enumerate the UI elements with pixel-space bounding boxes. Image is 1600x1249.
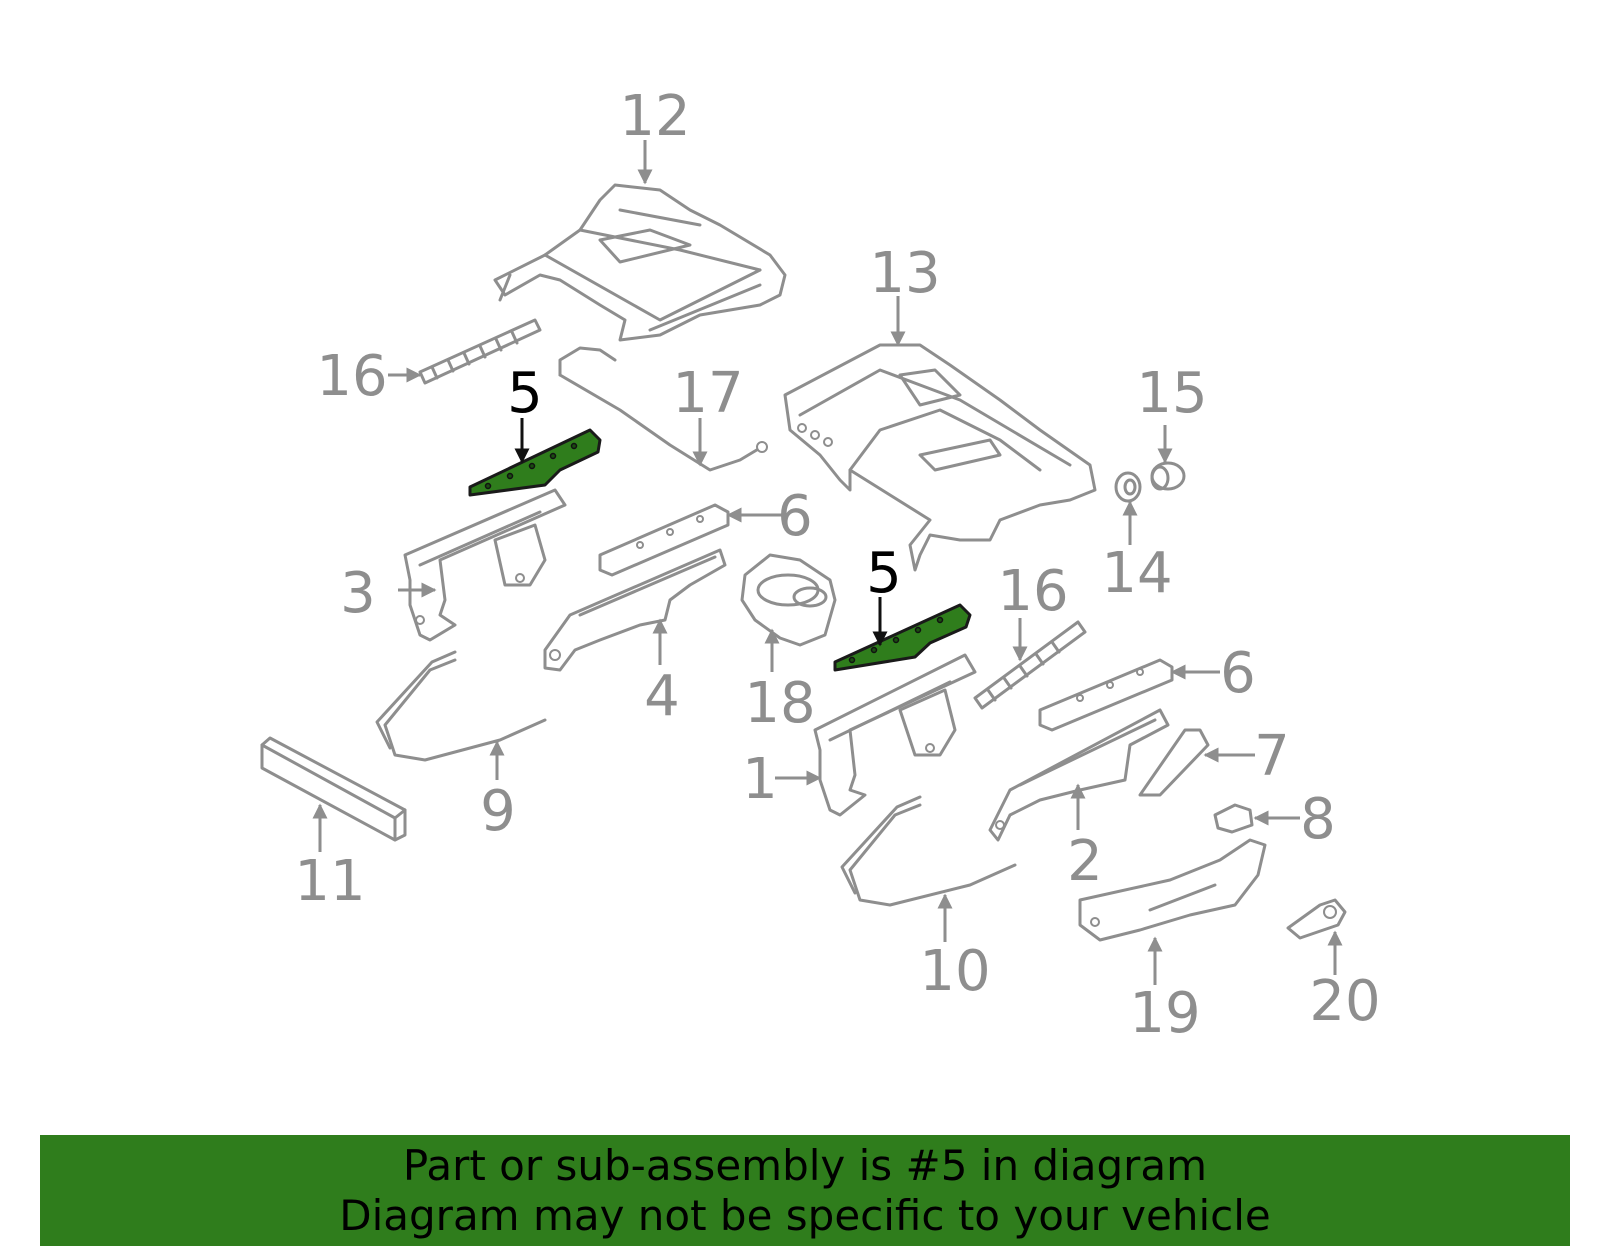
callout-6-lower: 6 bbox=[1220, 641, 1256, 706]
callout-2: 2 bbox=[1067, 829, 1103, 894]
part-9-wire bbox=[375, 650, 547, 762]
callout-14: 14 bbox=[1101, 541, 1172, 606]
part-6-rail-upper bbox=[598, 503, 730, 577]
part-20-handle bbox=[1286, 898, 1347, 940]
part-2-track-right bbox=[988, 708, 1170, 842]
leader-lines bbox=[312, 140, 1343, 985]
part-14-clip bbox=[1114, 471, 1142, 503]
part-6-rail-lower bbox=[1038, 658, 1174, 732]
callout-12: 12 bbox=[619, 84, 690, 149]
callout-6-upper: 6 bbox=[777, 484, 813, 549]
callout-13: 13 bbox=[869, 241, 940, 306]
part-13-seat-frame-lower bbox=[783, 343, 1097, 572]
callout-labels: 12 13 16 17 15 14 6 3 4 18 16 6 1 7 2 8 … bbox=[294, 84, 1380, 1046]
callout-11: 11 bbox=[294, 849, 365, 914]
part-5-highlighted-upper bbox=[468, 428, 602, 497]
callout-7: 7 bbox=[1254, 724, 1290, 789]
info-banner: Part or sub-assembly is #5 in diagram Di… bbox=[40, 1135, 1570, 1246]
callout-17: 17 bbox=[672, 361, 743, 426]
callout-16-right: 16 bbox=[997, 559, 1068, 624]
callout-10: 10 bbox=[919, 939, 990, 1004]
part-15-cap bbox=[1150, 461, 1186, 491]
callout-20: 20 bbox=[1309, 969, 1380, 1034]
part-10-wire bbox=[840, 795, 1017, 907]
callout-4: 4 bbox=[644, 664, 680, 729]
part-7-link bbox=[1138, 728, 1210, 797]
part-18-cupholder bbox=[740, 553, 837, 647]
callout-8: 8 bbox=[1300, 787, 1336, 852]
part-16-spring-left bbox=[418, 318, 542, 385]
callout-18: 18 bbox=[744, 671, 815, 736]
part-17-cable bbox=[558, 346, 768, 472]
part-12-seat-frame-upper bbox=[493, 183, 787, 342]
part-19-side-cover bbox=[1078, 838, 1267, 942]
banner-line-part: Part or sub-assembly is #5 in diagram bbox=[402, 1141, 1208, 1190]
callout-16-left: 16 bbox=[316, 344, 387, 409]
part-16-spring-right bbox=[973, 620, 1087, 710]
part-8-clip bbox=[1213, 803, 1254, 834]
callout-15: 15 bbox=[1136, 361, 1207, 426]
part-3-bracket-left bbox=[403, 488, 567, 642]
callout-3: 3 bbox=[340, 561, 376, 626]
callout-5-upper: 5 bbox=[507, 361, 543, 426]
callout-5-lower: 5 bbox=[866, 541, 902, 606]
part-4-track-left bbox=[543, 548, 727, 672]
part-5-highlighted-lower bbox=[833, 603, 972, 672]
callout-9: 9 bbox=[480, 779, 516, 844]
callout-19: 19 bbox=[1129, 981, 1200, 1046]
banner-line-disclaimer: Diagram may not be specific to your vehi… bbox=[339, 1191, 1271, 1240]
callout-1: 1 bbox=[742, 747, 778, 812]
part-11-bar bbox=[260, 736, 407, 842]
part-1-bracket-right bbox=[813, 653, 977, 817]
